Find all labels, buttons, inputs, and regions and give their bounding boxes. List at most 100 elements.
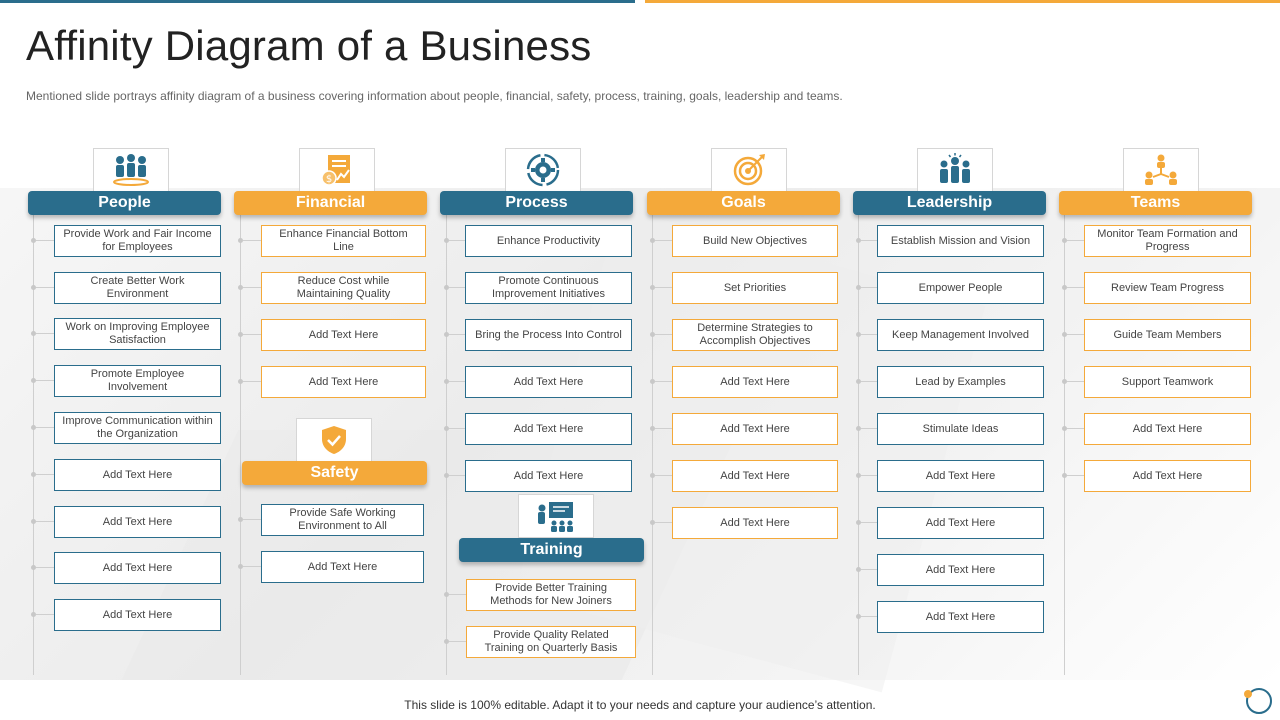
connector-dot [444, 639, 449, 644]
financial-guide-line [240, 215, 241, 675]
training-item-1: Provide Better Training Methods for New … [466, 579, 636, 611]
leadership-icon-box [917, 148, 993, 192]
training-item-2: Provide Quality Related Training on Quar… [466, 626, 636, 658]
connector-line [449, 240, 465, 241]
process-item-6: Add Text Here [465, 460, 632, 492]
people-item-7: Add Text Here [54, 506, 221, 538]
training-icon-box [518, 494, 594, 538]
goals-item-5: Add Text Here [672, 413, 838, 445]
teams-icon-box [1123, 148, 1199, 192]
svg-text:$: $ [326, 174, 332, 185]
connector-line [449, 334, 465, 335]
financial-item-2: Reduce Cost while Maintaining Quality [261, 272, 426, 304]
connector-line [36, 474, 54, 475]
leadership-item-8: Add Text Here [877, 554, 1044, 586]
connector-dot [1062, 238, 1067, 243]
teams-header: Teams [1059, 191, 1252, 215]
connector-line [449, 381, 465, 382]
people-item-2: Create Better Work Environment [54, 272, 221, 304]
shield-check-icon [322, 426, 346, 454]
goals-item-1: Build New Objectives [672, 225, 838, 257]
process-item-1: Enhance Productivity [465, 225, 632, 257]
teams-item-6: Add Text Here [1084, 460, 1251, 492]
connector-line [36, 287, 54, 288]
connector-line [655, 287, 672, 288]
goals-header: Goals [647, 191, 840, 215]
goals-item-7: Add Text Here [672, 507, 838, 539]
brand-logo-dot [1244, 690, 1252, 698]
leader-team-icon [940, 153, 970, 183]
safety-icon-box [296, 418, 372, 462]
top-accent-bar-orange [645, 0, 1280, 3]
teams-item-5: Add Text Here [1084, 413, 1251, 445]
connector-dot [238, 238, 243, 243]
financial-header: Financial [234, 191, 427, 215]
process-item-5: Add Text Here [465, 413, 632, 445]
connector-dot [238, 564, 243, 569]
top-accent-bar-blue [0, 0, 635, 3]
connector-line [243, 519, 261, 520]
connector-line [1067, 475, 1084, 476]
people-item-5: Improve Communication within the Organiz… [54, 412, 221, 444]
process-guide-line [446, 215, 447, 675]
people-icon-box [93, 148, 169, 192]
connector-line [243, 334, 261, 335]
financial-item-1: Enhance Financial Bottom Line [261, 225, 426, 257]
connector-dot [238, 285, 243, 290]
connector-dot [31, 285, 36, 290]
connector-line [36, 380, 54, 381]
connector-dot [444, 473, 449, 478]
connector-dot [1062, 426, 1067, 431]
leadership-item-9: Add Text Here [877, 601, 1044, 633]
leadership-item-6: Add Text Here [877, 460, 1044, 492]
connector-line [861, 475, 877, 476]
connector-dot [444, 285, 449, 290]
connector-line [36, 567, 54, 568]
connector-dot [31, 519, 36, 524]
teams-item-1: Monitor Team Formation and Progress [1084, 225, 1251, 257]
goals-guide-line [652, 215, 653, 675]
leadership-item-2: Empower People [877, 272, 1044, 304]
connector-line [655, 475, 672, 476]
connector-dot [856, 379, 861, 384]
financial-report-icon: $ [321, 155, 350, 186]
connector-dot [238, 332, 243, 337]
connector-dot [650, 285, 655, 290]
connector-dot [444, 426, 449, 431]
connector-line [243, 240, 261, 241]
connector-dot [444, 379, 449, 384]
goals-item-4: Add Text Here [672, 366, 838, 398]
connector-dot [856, 285, 861, 290]
leadership-header: Leadership [853, 191, 1046, 215]
leadership-guide-line [858, 215, 859, 675]
people-item-4: Promote Employee Involvement [54, 365, 221, 397]
connector-line [1067, 428, 1084, 429]
connector-dot [650, 379, 655, 384]
leadership-item-7: Add Text Here [877, 507, 1044, 539]
connector-dot [444, 238, 449, 243]
process-header: Process [440, 191, 633, 215]
financial-item-3: Add Text Here [261, 319, 426, 351]
connector-line [861, 428, 877, 429]
people-guide-line [33, 215, 34, 675]
connector-line [36, 521, 54, 522]
connector-dot [31, 472, 36, 477]
connector-line [1067, 287, 1084, 288]
connector-dot [856, 332, 861, 337]
connector-line [655, 381, 672, 382]
connector-line [243, 566, 261, 567]
connector-line [655, 522, 672, 523]
teams-item-4: Support Teamwork [1084, 366, 1251, 398]
people-header: People [28, 191, 221, 215]
financial-item-4: Add Text Here [261, 366, 426, 398]
connector-line [861, 381, 877, 382]
connector-line [861, 616, 877, 617]
connector-line [655, 334, 672, 335]
process-item-4: Add Text Here [465, 366, 632, 398]
process-item-3: Bring the Process Into Control [465, 319, 632, 351]
connector-line [36, 333, 54, 334]
connector-dot [31, 565, 36, 570]
connector-line [449, 475, 465, 476]
presentation-icon [538, 502, 573, 532]
connector-line [449, 641, 466, 642]
